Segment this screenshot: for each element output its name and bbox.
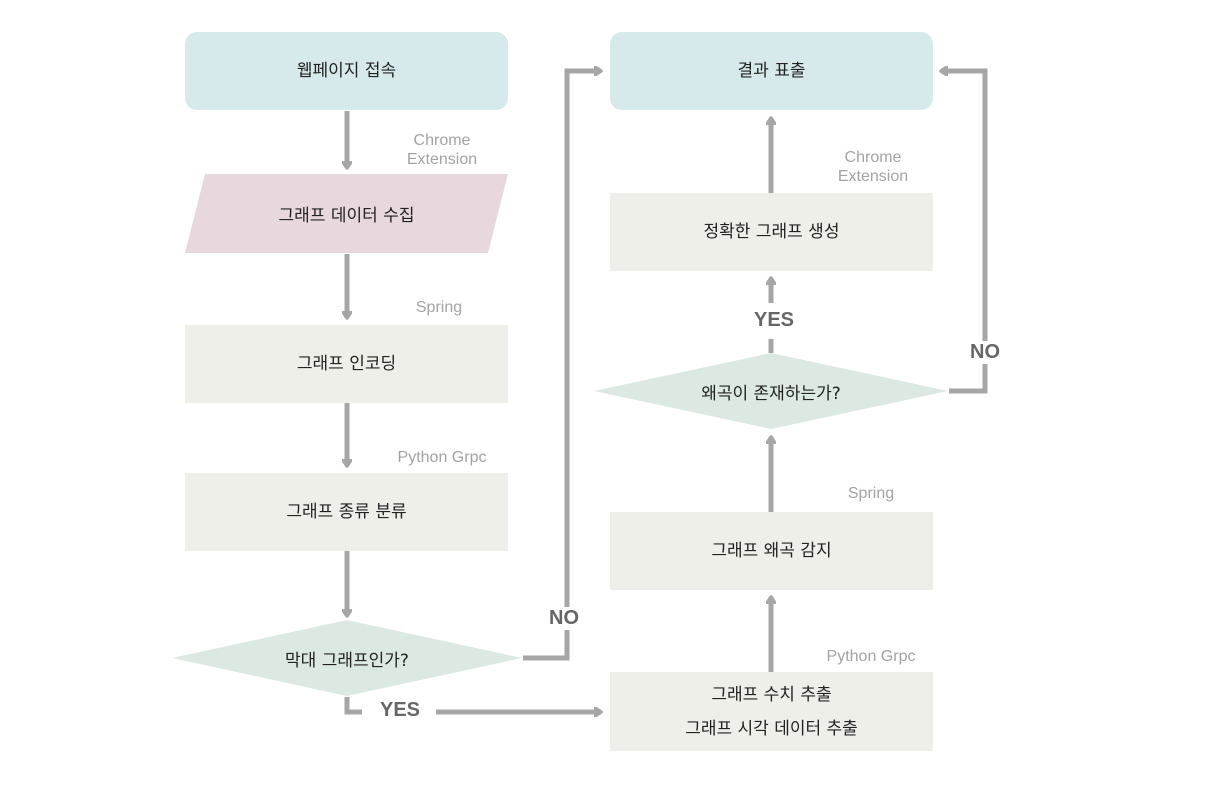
result-node: 결과 표출 [610, 32, 933, 110]
collect-data-node: 그래프 데이터 수집 [185, 174, 508, 253]
arrow-no-to-result [523, 71, 601, 661]
is-bar-decision-shape [172, 620, 522, 696]
detect-node: 그래프 왜곡 감지 [610, 512, 933, 590]
arrow-no-to-result-right [941, 71, 988, 394]
encode-label: 그래프 인코딩 [296, 354, 397, 374]
distortion-yes-label: YES [751, 309, 798, 332]
classify-label: 그래프 종류 분류 [286, 502, 407, 522]
detect-label: 그래프 왜곡 감지 [711, 541, 832, 561]
collect-data-label: 그래프 데이터 수집 [278, 206, 415, 226]
right-chrome-line2: Extension [837, 168, 909, 185]
left-spring-label: Spring [415, 299, 463, 316]
distortion-label: 왜곡이 존재하는가? [701, 383, 841, 404]
web-access-label: 웹페이지 접속 [296, 61, 397, 81]
right-spring-label: Spring [847, 485, 895, 502]
right-chrome-line1: Chrome [844, 149, 902, 166]
right-python-grpc-label: Python Grpc [826, 648, 916, 665]
left-chrome-line2: Extension [406, 151, 478, 168]
extract-values-label: 그래프 수치 추출 [711, 684, 832, 705]
left-chrome-extension-label: Chrome Extension [392, 131, 492, 169]
collect-data-shape [185, 174, 508, 253]
extract-node: 그래프 수치 추출 그래프 시각 데이터 추출 [610, 672, 933, 751]
right-chrome-extension-label: Chrome Extension [823, 148, 923, 186]
encode-node: 그래프 인코딩 [185, 325, 508, 403]
result-label: 결과 표출 [737, 61, 806, 81]
is-bar-label: 막대 그래프인가? [285, 650, 409, 671]
is-bar-no-label: NO [546, 607, 582, 630]
extract-visual-label: 그래프 시각 데이터 추출 [685, 718, 858, 739]
is-bar-decision: 막대 그래프인가? [172, 620, 522, 696]
is-bar-yes-label: YES [377, 699, 424, 722]
left-python-grpc-label: Python Grpc [397, 449, 487, 466]
web-access-node: 웹페이지 접속 [185, 32, 508, 110]
left-chrome-line1: Chrome [413, 132, 471, 149]
classify-node: 그래프 종류 분류 [185, 473, 508, 551]
generate-node: 정확한 그래프 생성 [610, 193, 933, 271]
distortion-decision: 왜곡이 존재하는가? [594, 353, 948, 429]
arrow-yes-connector [344, 697, 362, 715]
distortion-no-label: NO [967, 341, 1003, 364]
generate-label: 정확한 그래프 생성 [703, 222, 840, 242]
distortion-decision-shape [594, 353, 948, 429]
